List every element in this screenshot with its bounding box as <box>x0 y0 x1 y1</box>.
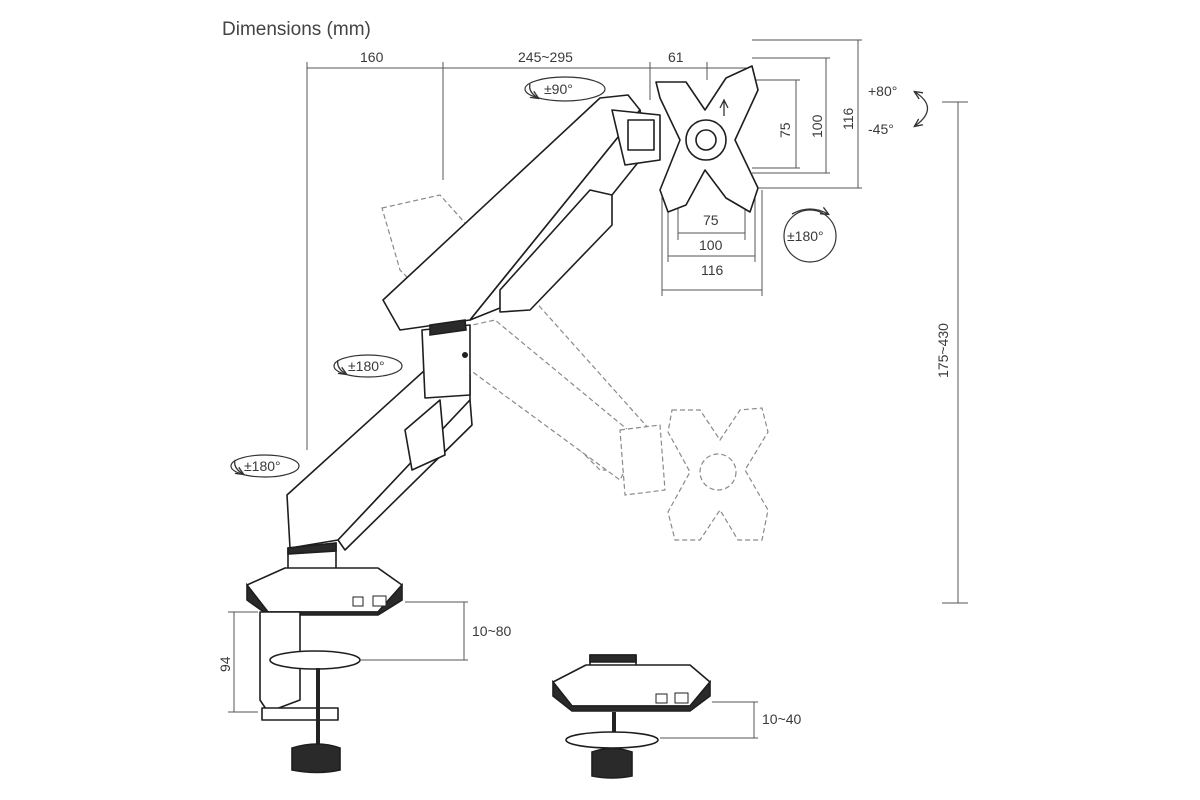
swivel-indicator <box>524 76 606 102</box>
dim-vesa-h100: 100 <box>699 237 723 253</box>
dim-vesa-h75: 75 <box>703 212 719 228</box>
screen-rotate-indicator <box>783 209 837 263</box>
top-dimension-lines <box>306 62 752 450</box>
monitor-arm <box>286 94 661 579</box>
elbow-rotate-indicator <box>333 354 403 378</box>
dim-grommet-range: 10~40 <box>762 711 802 727</box>
dim-vesa-v100: 100 <box>809 114 825 138</box>
swivel-arrow-icon <box>529 83 538 98</box>
base-rotate-indicator <box>230 454 300 478</box>
dim-clamp-range: 10~80 <box>472 623 512 639</box>
rot-screen: ±180° <box>787 228 824 244</box>
dim-vesa-v75: 75 <box>777 122 793 138</box>
tilt-arrow-icon <box>915 92 929 126</box>
base-arrow-icon <box>234 459 243 474</box>
grommet-base <box>552 654 711 779</box>
rot-elbow: ±180° <box>348 358 385 374</box>
vesa-plate <box>655 65 759 213</box>
elbow-arrow-icon <box>337 359 346 374</box>
rot-tilt-down: -45° <box>868 121 894 137</box>
dim-arm-upper: 245~295 <box>518 49 573 65</box>
rot-base: ±180° <box>244 458 281 474</box>
rot-tilt-up: +80° <box>868 83 897 99</box>
diagram-title: Dimensions (mm) <box>222 19 371 40</box>
dim-vesa-h116: 116 <box>701 262 724 278</box>
dim-vesa-v116: 116 <box>840 107 856 130</box>
dim-height-range: 175~430 <box>935 323 951 378</box>
tilt-indicator <box>915 92 929 126</box>
height-range-dim <box>942 101 968 604</box>
dim-clamp-height: 94 <box>217 656 233 672</box>
rot-swivel: ±90° <box>544 81 573 97</box>
vesa-vertical-dims <box>752 39 862 189</box>
ghost-vesa-plate <box>667 407 769 541</box>
dim-vesa-offset: 61 <box>668 49 684 65</box>
up-arrow-icon <box>719 98 729 116</box>
dim-arm-lower: 160 <box>360 49 384 65</box>
desk-clamp-base <box>246 567 403 774</box>
grommet-dims <box>660 701 758 739</box>
clamp-dims <box>228 601 468 713</box>
screen-rotate-arrow-icon <box>791 209 828 214</box>
